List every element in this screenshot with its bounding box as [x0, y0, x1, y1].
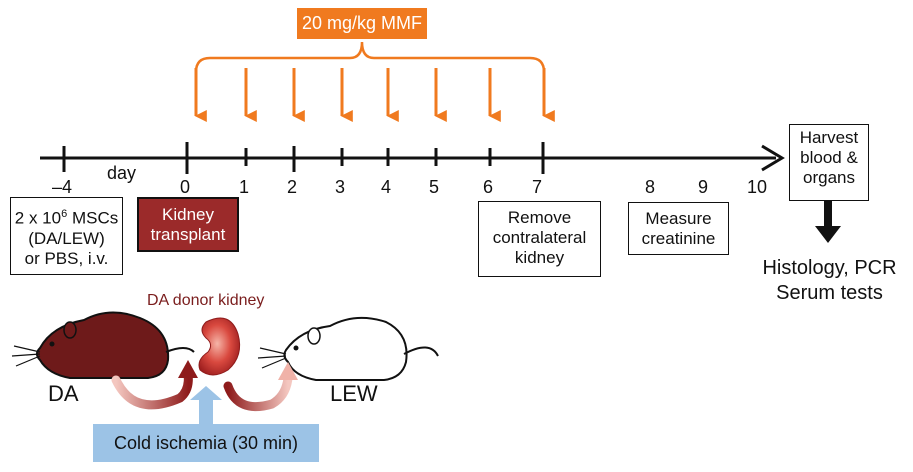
mmf-dose-arrows: [194, 68, 555, 122]
cold-ischemia-label: Cold ischemia (30 min): [93, 424, 319, 462]
msc-line2: (DA/LEW): [28, 228, 105, 248]
tick-label-minus4: –4: [51, 177, 73, 197]
results-text: Histology, PCR Serum tests: [748, 256, 911, 306]
harvest-line3: organs: [803, 168, 855, 187]
harvest-line1: Harvest: [799, 128, 859, 147]
harvest-box: Harvest blood & organs: [789, 124, 869, 201]
measure-line1: Measure: [645, 209, 712, 228]
tick-label-5: 5: [428, 177, 439, 197]
tick-label-2: 2: [286, 177, 297, 197]
mmf-bracket: [194, 41, 546, 73]
tick-label-4: 4: [380, 177, 391, 197]
transfer-curve-right: [223, 362, 298, 412]
cold-ischemia-arrow: [190, 386, 222, 426]
kidney-transplant-box: Kidney transplant: [137, 197, 239, 252]
measure-creatinine-box: Measure creatinine: [628, 202, 729, 255]
tick-label-6: 6: [482, 177, 493, 197]
msc-line3: or PBS, i.v.: [24, 248, 109, 268]
day-axis-label: day: [107, 163, 137, 183]
remove-line1: Remove: [507, 208, 572, 227]
donor-kidney: [198, 317, 241, 376]
remove-kidney-box: Remove contralateral kidney: [478, 201, 601, 277]
kt-line2: transplant: [150, 225, 226, 244]
tick-label-0: 0: [179, 177, 190, 197]
tick-label-7: 7: [531, 177, 542, 197]
tick-label-8: 8: [644, 177, 655, 197]
harvest-line2: blood &: [800, 148, 858, 167]
tick-label-9: 9: [697, 177, 708, 197]
remove-line3: kidney: [514, 248, 565, 267]
transfer-curve-left: [111, 360, 198, 410]
donor-strain-label: DA: [48, 381, 79, 406]
donor-kidney-label: DA donor kidney: [147, 292, 265, 309]
measure-line2: creatinine: [641, 229, 716, 248]
harvest-down-arrow: [815, 201, 841, 243]
kt-line1: Kidney: [162, 205, 214, 224]
recipient-strain-label: LEW: [330, 381, 378, 406]
msc-line1: 2 x 106 MSCs: [14, 208, 119, 228]
tick-label-1: 1: [238, 177, 249, 197]
results-line2: Serum tests: [776, 282, 883, 304]
mmf-dose-label: 20 mg/kg MMF: [297, 8, 427, 39]
remove-line2: contralateral: [492, 228, 587, 247]
timeline-axis: [40, 144, 785, 172]
msc-injection-box: 2 x 106 MSCs (DA/LEW) or PBS, i.v.: [10, 197, 123, 275]
timeline-ticks: [62, 142, 545, 174]
donor-rat-da: [11, 311, 195, 379]
results-line1: Histology, PCR: [762, 257, 897, 279]
tick-label-10: 10: [746, 177, 768, 197]
tick-label-3: 3: [334, 177, 345, 197]
